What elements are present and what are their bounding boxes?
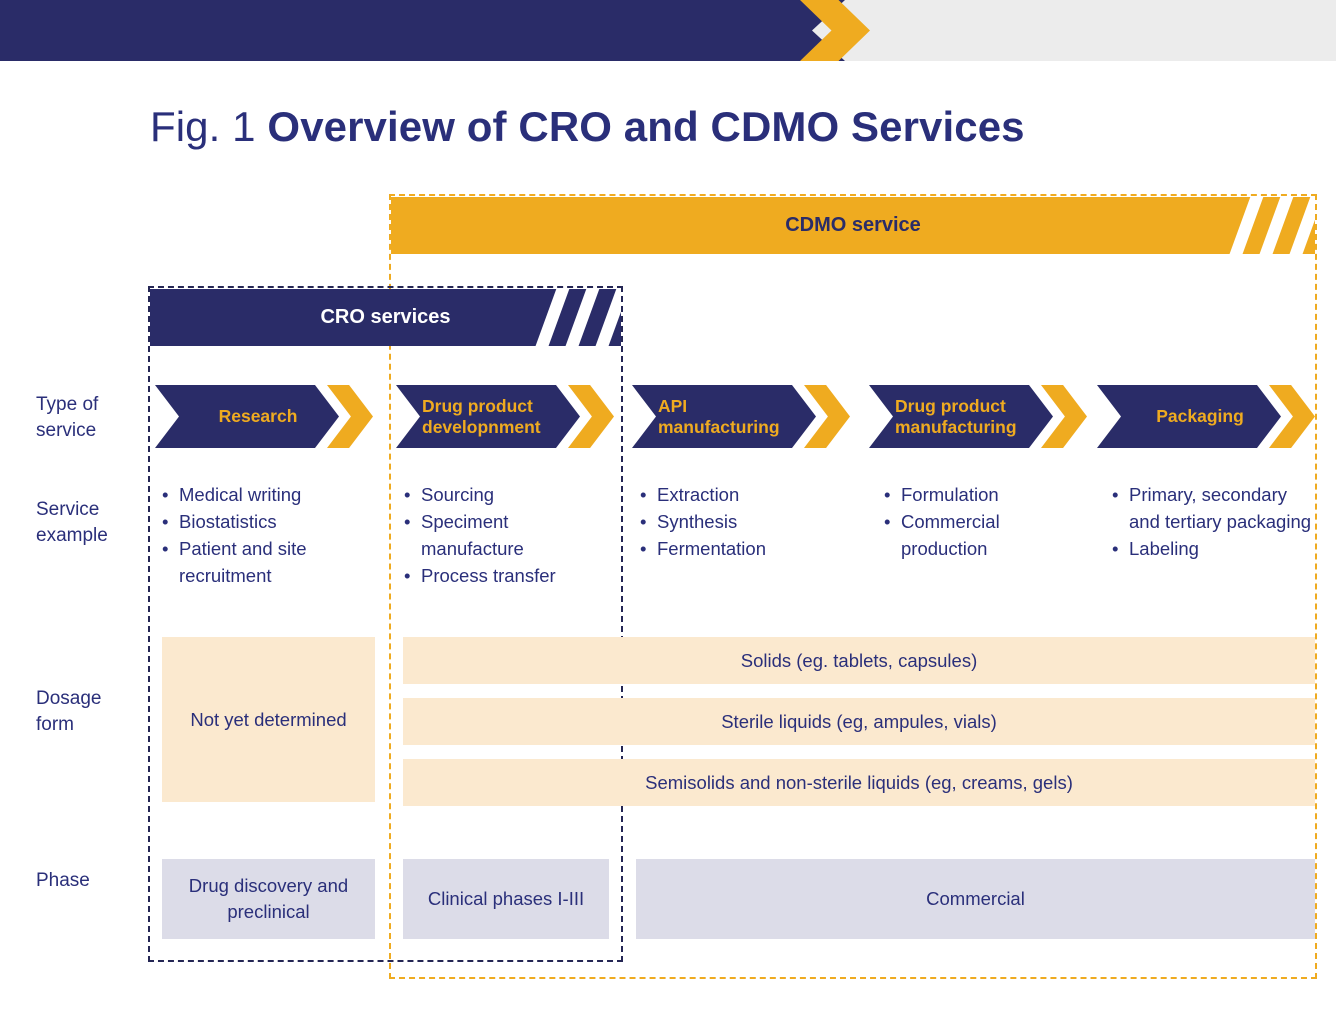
chevron-drug-product-manufacturing[interactable]: Drug product manufacturing (869, 385, 1087, 448)
list-item: Biostatistics (162, 508, 367, 535)
service-examples-drug-product-manufacturing: Formulation Commercial production (884, 481, 1084, 562)
row-label-dosage-form: Dosage form (36, 688, 102, 735)
chevron-body: Packaging (1097, 385, 1281, 448)
bullet-list: Primary, secondary and tertiary packagin… (1112, 481, 1322, 562)
list-item: Process transfer (404, 562, 609, 589)
cro-services-header: CRO services (150, 289, 621, 346)
title-main: Overview of CRO and CDMO Services (267, 103, 1025, 150)
chevron-packaging[interactable]: Packaging (1097, 385, 1315, 448)
chevron-label: Drug product manufacturing (895, 395, 1017, 437)
dosage-form-bar-semisolids: Semisolids and non-sterile liquids (eg, … (403, 759, 1315, 806)
chevron-drug-product-development[interactable]: Drug product developnment (396, 385, 614, 448)
service-examples-research: Medical writing Biostatistics Patient an… (162, 481, 367, 589)
chevron-body: Drug product developnment (396, 385, 580, 448)
cdmo-service-header-label: CDMO service (785, 214, 921, 236)
cdmo-service-header: CDMO service (391, 197, 1315, 254)
chevron-research[interactable]: Research (155, 385, 373, 448)
phase-clinical: Clinical phases I-III (403, 859, 609, 939)
cro-services-header-label: CRO services (320, 306, 451, 328)
list-item: Fermentation (640, 535, 845, 562)
list-item: Speciment manufacture (404, 508, 609, 562)
row-label-phase: Phase (36, 870, 90, 891)
list-item: Formulation (884, 481, 1084, 508)
top-banner (0, 0, 1336, 61)
list-item: Patient and site recruitment (162, 535, 367, 589)
row-label-type-of-service: Type of service (36, 394, 99, 441)
bullet-list: Sourcing Speciment manufacture Process t… (404, 481, 609, 589)
service-examples-api-manufacturing: Extraction Synthesis Fermentation (640, 481, 845, 562)
chevron-label: Packaging (1156, 406, 1244, 426)
chevron-label: Research (218, 406, 298, 426)
diagonal-slashes-icon (1221, 197, 1315, 254)
phase-drug-discovery: Drug discovery and preclinical (162, 859, 375, 939)
title-prefix: Fig. 1 (150, 103, 268, 150)
dosage-form-bar-sterile: Sterile liquids (eg, ampules, vials) (403, 698, 1315, 745)
chevron-body: Drug product manufacturing (869, 385, 1053, 448)
banner-navy-shape (0, 0, 845, 61)
list-item: Commercial production (884, 508, 1084, 562)
bullet-list: Medical writing Biostatistics Patient an… (162, 481, 367, 589)
row-label-service-example: Service example (36, 499, 108, 546)
bullet-list: Extraction Synthesis Fermentation (640, 481, 845, 562)
list-item: Sourcing (404, 481, 609, 508)
chevron-label: Drug product developnment (422, 395, 541, 437)
phase-commercial: Commercial (636, 859, 1315, 939)
service-examples-packaging: Primary, secondary and tertiary packagin… (1112, 481, 1322, 562)
page-title: Fig. 1 Overview of CRO and CDMO Services (150, 103, 1025, 151)
cdmo-group-outline (389, 194, 1317, 979)
dosage-form-bar-solids: Solids (eg. tablets, capsules) (403, 637, 1315, 684)
list-item: Primary, secondary and tertiary packagin… (1112, 481, 1322, 535)
list-item: Synthesis (640, 508, 845, 535)
list-item: Extraction (640, 481, 845, 508)
chevron-api-manufacturing[interactable]: API manufacturing (632, 385, 850, 448)
diagonal-slashes-icon (527, 289, 621, 346)
service-examples-drug-product-development: Sourcing Speciment manufacture Process t… (404, 481, 609, 589)
list-item: Labeling (1112, 535, 1322, 562)
list-item: Medical writing (162, 481, 367, 508)
chevron-body: API manufacturing (632, 385, 816, 448)
cro-group-outline (148, 286, 623, 962)
dosage-form-not-determined: Not yet determined (162, 637, 375, 802)
bullet-list: Formulation Commercial production (884, 481, 1084, 562)
chevron-body: Research (155, 385, 339, 448)
chevron-label: API manufacturing (658, 395, 780, 437)
